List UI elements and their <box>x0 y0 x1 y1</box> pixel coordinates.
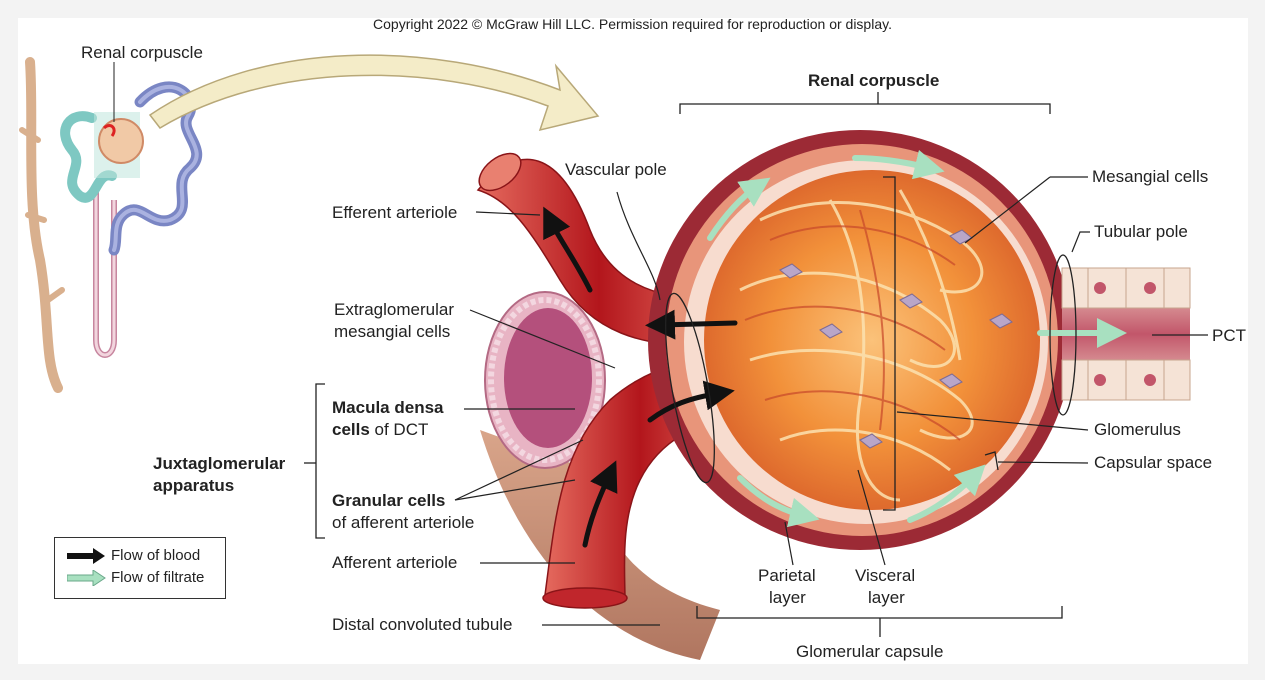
renal-corpuscle-shape <box>648 130 1072 550</box>
label-glomerular-capsule: Glomerular capsule <box>796 642 944 661</box>
label-parietal-1: Parietal <box>758 566 816 585</box>
blood-flow-arrows <box>543 206 738 548</box>
nephron-overview <box>19 54 600 393</box>
label-tubular-pole: Tubular pole <box>1094 222 1188 241</box>
label-afferent-arteriole: Afferent arteriole <box>332 553 458 572</box>
label-efferent-arteriole: Efferent arteriole <box>332 203 458 222</box>
label-glomerulus: Glomerulus <box>1094 420 1181 439</box>
label-visceral-2: layer <box>868 588 905 607</box>
label-juxtaglomerular-1: Juxtaglomerular <box>153 454 286 473</box>
callout-lines <box>454 176 1208 626</box>
brackets <box>304 92 1077 637</box>
label-extraglomerular-2: mesangial cells <box>334 322 451 341</box>
blood-arrow-icon <box>67 548 105 564</box>
copyright-notice: Copyright 2022 © McGraw Hill LLC. Permis… <box>373 16 892 32</box>
filtrate-arrow-icon <box>67 570 106 586</box>
macula-densa-region <box>484 291 606 469</box>
label-juxtaglomerular-2: apparatus <box>153 476 235 495</box>
label-vascular-pole: Vascular pole <box>565 160 667 179</box>
label-renal-corpuscle-small: Renal corpuscle <box>81 43 203 62</box>
label-extraglomerular-1: Extraglomerular <box>334 300 454 319</box>
label-pct: PCT <box>1212 326 1246 345</box>
label-macula-densa-2: cells of DCT <box>332 419 428 441</box>
legend-blood-label: Flow of blood <box>111 547 201 564</box>
label-renal-corpuscle-main: Renal corpuscle <box>808 71 940 90</box>
label-granular-rest: of afferent arteriole <box>332 513 475 532</box>
label-macula-densa-dct: of DCT <box>369 420 429 439</box>
label-visceral-1: Visceral <box>855 566 916 585</box>
legend: Flow of blood Flow of filtrate <box>54 537 226 599</box>
legend-filtrate-label: Flow of filtrate <box>111 569 205 586</box>
label-distal-tubule: Distal convoluted tubule <box>332 615 513 634</box>
label-granular-cells: Granular cells <box>332 491 446 510</box>
label-mesangial-cells: Mesangial cells <box>1092 167 1209 186</box>
label-macula-densa-cells: cells <box>332 420 370 439</box>
label-capsular-space: Capsular space <box>1094 453 1213 472</box>
label-macula-densa-1: Macula densa <box>332 398 444 417</box>
label-parietal-2: layer <box>769 588 806 607</box>
